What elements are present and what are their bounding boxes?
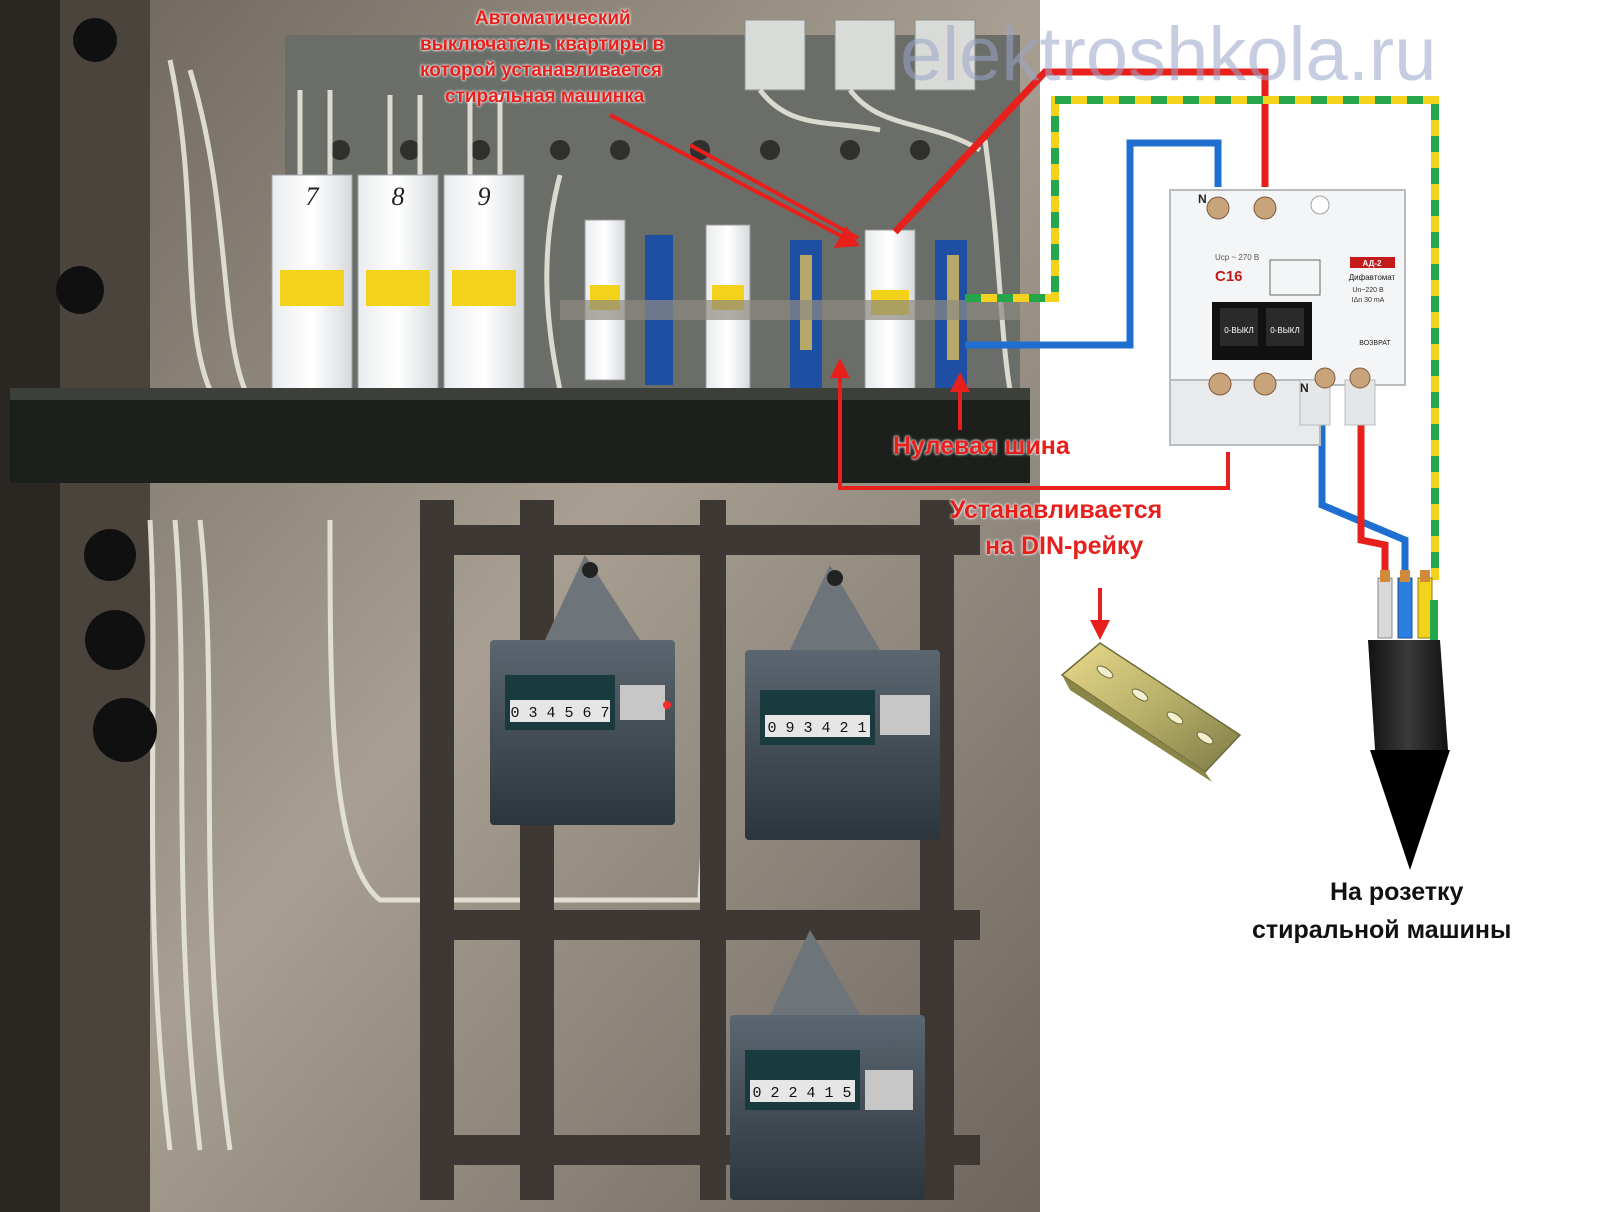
meter-1-digits: 0 3 4 5 6 7 xyxy=(510,705,609,722)
model-label: АД-2 xyxy=(1363,259,1382,268)
din-label-line-2: на DIN-рейку xyxy=(985,532,1144,560)
din-rail xyxy=(1060,642,1242,782)
terminal-n-top: N xyxy=(1198,192,1207,206)
breaker-number-7: 7 xyxy=(306,182,320,211)
current-rating: С16 xyxy=(1215,268,1243,285)
meter-2-digits: 0 9 3 4 2 1 xyxy=(767,720,866,737)
neutral-bus-label: Нулевая шина xyxy=(893,432,1070,460)
electricity-meter-3: 0 2 2 4 1 5 xyxy=(730,930,925,1200)
breaker-annotation-line-3: которой устанавливается xyxy=(420,60,662,81)
electrical-panel-photo: 7 8 9 xyxy=(0,0,1040,1212)
lever-label-right: 0-ВЫКЛ xyxy=(1270,326,1299,335)
breaker-annotation-line-1: Автоматический xyxy=(475,8,631,29)
wiring xyxy=(892,68,1439,580)
breaker-number-8: 8 xyxy=(392,182,405,211)
electricity-meter-2: 0 9 3 4 2 1 xyxy=(745,565,940,840)
din-label-line-1: Устанавливается xyxy=(950,496,1163,524)
apartment-breakers: 7 8 9 xyxy=(271,174,525,391)
neutral-wire xyxy=(965,139,1222,349)
electricity-meter-1: 0 3 4 5 6 7 xyxy=(490,555,675,825)
breaker-annotation-line-2: выключатель квартиры в xyxy=(420,34,665,55)
output-phase-wire xyxy=(1357,380,1389,580)
device-voltage: Un~220 В xyxy=(1352,287,1384,294)
watermark: elektroshkola.ru xyxy=(900,12,1437,97)
reset-label: ВОЗВРАТ xyxy=(1359,340,1391,347)
device-leakage: IΔn 30 mA xyxy=(1352,297,1385,304)
din-row-devices xyxy=(560,219,1020,395)
outlet-label-line-2: стиральной машины xyxy=(1252,916,1512,944)
annotation-arrows xyxy=(609,113,1230,640)
voltage-rating-small: Ucp ~ 270 В xyxy=(1215,253,1259,262)
phase-wire xyxy=(892,68,1269,235)
lever-label-left: 0-ВЫКЛ xyxy=(1224,326,1253,335)
terminal-n-bottom: N xyxy=(1300,381,1309,395)
meter-3-digits: 0 2 2 4 1 5 xyxy=(752,1085,851,1102)
outlet-label-line-1: На розетку xyxy=(1330,878,1464,906)
breaker-annotation-line-4: стиральная машинка xyxy=(445,86,645,107)
device-type: Дифавтомат xyxy=(1349,273,1396,282)
difavtomat-device: 0-ВЫКЛ 0-ВЫКЛ N N Ucp ~ 270 В С16 АД-2 Д… xyxy=(1169,189,1406,446)
three-core-cable xyxy=(1368,570,1450,870)
breaker-number-9: 9 xyxy=(478,182,491,211)
